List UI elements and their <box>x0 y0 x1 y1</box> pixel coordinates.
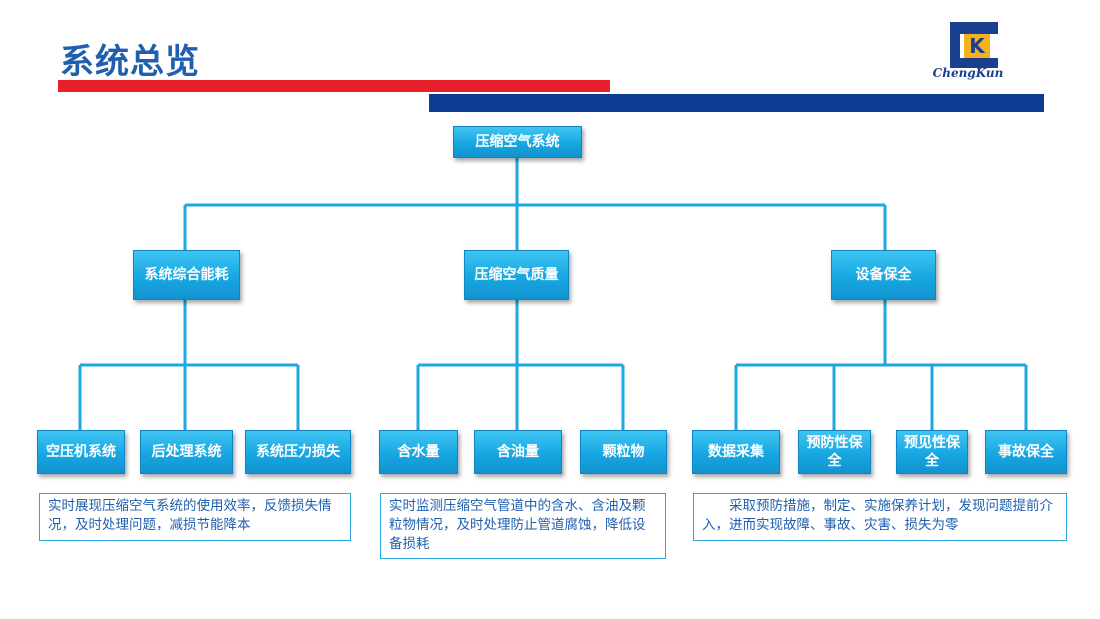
node-leaf-particles[interactable]: 颗粒物 <box>580 430 667 474</box>
node-leaf-pressure-loss[interactable]: 系统压力损失 <box>245 430 351 474</box>
node-root[interactable]: 压缩空气系统 <box>453 126 582 158</box>
page-title: 系统总览 <box>60 42 200 82</box>
node-leaf-predictive[interactable]: 预见性保全 <box>896 430 968 474</box>
node-leaf-oil-content[interactable]: 含油量 <box>474 430 562 474</box>
company-logo: K ChengKun <box>928 20 1006 84</box>
description-energy: 实时展现压缩空气系统的使用效率，反馈损失情况，及时处理问题，减损节能降本 <box>39 493 351 541</box>
logo-k-letter: K <box>964 34 990 58</box>
node-leaf-compressor[interactable]: 空压机系统 <box>37 430 125 474</box>
description-maintenance: 采取预防措施，制定、实施保养计划，发现问题提前介入，进而实现故障、事故、灾害、损… <box>693 493 1067 541</box>
red-header-bar <box>58 80 610 92</box>
node-branch-quality[interactable]: 压缩空气质量 <box>464 250 569 300</box>
description-quality: 实时监测压缩空气管道中的含水、含油及颗粒物情况，及时处理防止管道腐蚀，降低设备损… <box>380 493 666 559</box>
node-leaf-post-treatment[interactable]: 后处理系统 <box>140 430 233 474</box>
node-leaf-data-collection[interactable]: 数据采集 <box>692 430 780 474</box>
node-leaf-water-content[interactable]: 含水量 <box>379 430 458 474</box>
blue-header-bar <box>429 94 1044 112</box>
node-branch-energy[interactable]: 系统综合能耗 <box>133 250 240 300</box>
node-leaf-preventive[interactable]: 预防性保全 <box>798 430 871 474</box>
node-leaf-accident[interactable]: 事故保全 <box>985 430 1067 474</box>
node-branch-maintenance[interactable]: 设备保全 <box>831 250 936 300</box>
logo-text: ChengKun <box>932 66 1004 80</box>
